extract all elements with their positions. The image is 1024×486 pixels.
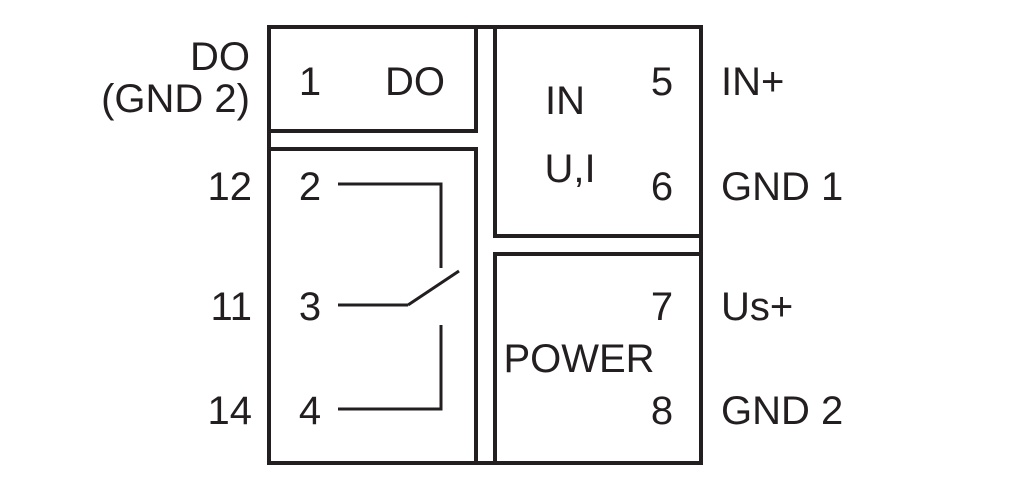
- relay-wire-pin2: [338, 182, 443, 268]
- left-label-11: 11: [210, 285, 252, 329]
- left-label-do: DO: [190, 35, 250, 79]
- right-label-gnd2: GND 2: [721, 389, 843, 433]
- input-block-label-in: IN: [545, 79, 585, 123]
- input-block-box: [493, 25, 703, 238]
- outer-frame: [267, 25, 703, 465]
- right-label-gnd1: GND 1: [721, 165, 843, 209]
- left-label-gnd2: (GND 2): [101, 77, 250, 121]
- right-label-in-plus: IN+: [721, 60, 784, 104]
- pin-8: 8: [651, 389, 673, 433]
- pin-3: 3: [299, 285, 321, 329]
- input-block-label-ui: U,I: [544, 147, 595, 191]
- pin-4: 4: [299, 389, 321, 433]
- pin-1: 1: [299, 60, 321, 104]
- relay-block-box: [267, 147, 478, 465]
- left-label-14: 14: [208, 389, 253, 433]
- pin-6: 6: [651, 165, 673, 209]
- relay-switch-contact: [407, 269, 460, 307]
- left-label-12: 12: [208, 165, 253, 209]
- do-block-box: [267, 25, 478, 133]
- pin-2: 2: [299, 165, 321, 209]
- do-block-label: DO: [385, 60, 445, 104]
- relay-wire-pin4: [338, 325, 443, 411]
- pin-7: 7: [651, 285, 673, 329]
- power-block-label: POWER: [503, 337, 654, 381]
- power-block-box: [493, 252, 703, 465]
- right-label-us-plus: Us+: [721, 285, 793, 329]
- pin-5: 5: [651, 60, 673, 104]
